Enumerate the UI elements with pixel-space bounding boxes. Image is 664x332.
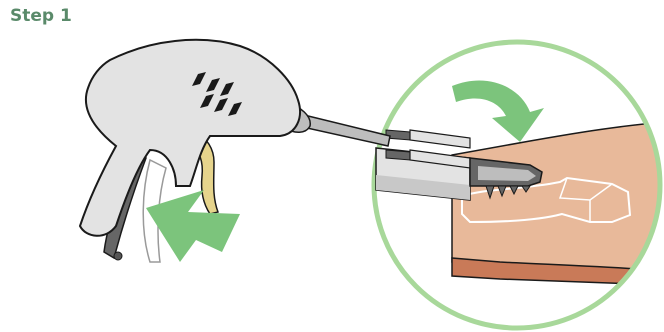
tissue-lower-layer (451, 257, 660, 286)
stapler-tip (375, 129, 543, 201)
stapler-shaft (297, 113, 391, 147)
pivot (113, 251, 123, 261)
green-press-arrow-icon (146, 190, 240, 262)
green-curved-arrow-icon (452, 80, 544, 142)
trigger-gold (189, 133, 219, 215)
stapler-gun-icon (78, 38, 391, 263)
step-title: Step 1 (10, 6, 72, 26)
device-body (78, 38, 301, 237)
zoom-ring (371, 39, 663, 331)
mesh-icon (461, 176, 632, 224)
